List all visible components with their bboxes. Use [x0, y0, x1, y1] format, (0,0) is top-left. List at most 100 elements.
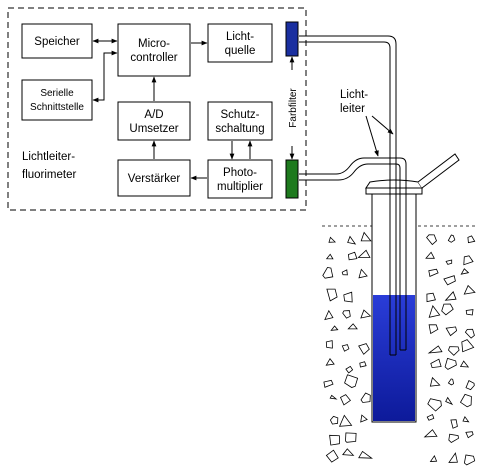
rock: [430, 358, 442, 369]
rock: [463, 454, 476, 466]
borehole: [365, 153, 460, 423]
rock: [448, 433, 459, 443]
rock: [445, 396, 454, 406]
rock: [339, 394, 351, 406]
rock: [445, 259, 453, 265]
rock: [344, 374, 359, 388]
rock: [450, 419, 458, 429]
rock: [358, 450, 373, 459]
rock: [461, 339, 475, 353]
rock: [358, 268, 368, 279]
rock: [324, 309, 334, 321]
block-photomultiplier: Photo- multiplier: [207, 159, 273, 199]
rock: [428, 268, 439, 277]
rock: [444, 357, 457, 370]
rock: [465, 431, 474, 439]
svg-text:Licht-: Licht-: [226, 31, 254, 43]
rock: [459, 360, 470, 368]
rock: [445, 326, 458, 337]
rock: [460, 268, 470, 275]
light-guides: [299, 35, 407, 356]
rock: [325, 357, 335, 366]
rock: [428, 324, 439, 335]
rock: [425, 251, 435, 259]
rock: [325, 340, 333, 349]
rock: [329, 394, 338, 400]
block-seriell: Serielle Schnittstelle: [21, 79, 93, 121]
rock: [345, 365, 354, 374]
svg-text:Schutz-: Schutz-: [221, 109, 260, 121]
rock: [329, 434, 340, 446]
svg-text:Serielle: Serielle: [40, 88, 74, 99]
rock: [323, 379, 334, 388]
rock: [429, 454, 438, 462]
rock: [429, 376, 441, 387]
rock: [341, 269, 348, 276]
rock: [360, 231, 372, 242]
rock: [463, 284, 476, 295]
rock: [447, 378, 455, 386]
rock: [467, 235, 476, 244]
rock: [448, 452, 458, 463]
svg-text:Photo-: Photo-: [223, 167, 257, 179]
rock: [347, 323, 358, 330]
block-schutzschaltung: Schutz- schaltung: [207, 101, 273, 141]
rock: [423, 429, 438, 438]
filter-emission: [285, 159, 299, 199]
rock: [341, 344, 350, 352]
rock: [342, 310, 351, 319]
rock: [342, 448, 355, 456]
svg-text:A/D: A/D: [144, 109, 163, 121]
svg-text:quelle: quelle: [225, 45, 256, 57]
block-speicher: Speicher: [21, 23, 93, 59]
rock: [325, 253, 334, 260]
svg-text:Licht-: Licht-: [340, 89, 368, 101]
rock: [464, 328, 475, 339]
rock: [360, 309, 372, 319]
rock: [444, 291, 457, 301]
rock: [347, 251, 358, 261]
rock: [357, 249, 371, 258]
svg-text:Umsetzer: Umsetzer: [129, 123, 178, 135]
rock: [426, 413, 435, 421]
block-verstaerker: Verstärker: [117, 159, 191, 197]
connections: [92, 38, 253, 181]
device-label-2: fluorimeter: [22, 169, 76, 181]
block-lichtquelle: Licht- quelle: [207, 23, 273, 63]
farbfilter-label: Farbfilter: [288, 88, 299, 128]
svg-text:leiter: leiter: [340, 103, 365, 115]
rock: [426, 234, 437, 246]
speicher-label: Speicher: [34, 36, 80, 48]
device-label-1: Lichtleiter-: [22, 151, 75, 163]
rock: [465, 380, 475, 391]
rock: [326, 288, 338, 302]
svg-text:Schnittstelle: Schnittstelle: [30, 102, 84, 113]
rock: [359, 361, 367, 368]
block-ad-umsetzer: A/D Umsetzer: [117, 101, 191, 141]
svg-text:multiplier: multiplier: [217, 181, 263, 193]
rock: [330, 325, 339, 331]
filter-excitation: [285, 21, 299, 57]
rock: [443, 275, 456, 286]
rock: [360, 392, 371, 403]
groundwater: [373, 295, 415, 421]
block-microcontroller: Micro- controller: [117, 23, 191, 77]
rock: [463, 255, 474, 266]
rock: [338, 414, 353, 427]
rock: [448, 346, 460, 356]
rock: [462, 416, 470, 423]
svg-text:Micro-: Micro-: [138, 38, 170, 50]
lichtleiter-callout: Licht- leiter: [340, 89, 394, 157]
rock: [325, 449, 339, 463]
rock: [447, 234, 456, 243]
svg-text:controller: controller: [130, 52, 177, 64]
ground: [322, 225, 478, 466]
svg-text:schaltung: schaltung: [215, 123, 264, 135]
rock: [441, 303, 454, 316]
rock: [459, 393, 472, 408]
rock: [465, 309, 474, 316]
rock: [328, 236, 337, 243]
rock: [427, 398, 442, 412]
rock: [427, 345, 443, 354]
